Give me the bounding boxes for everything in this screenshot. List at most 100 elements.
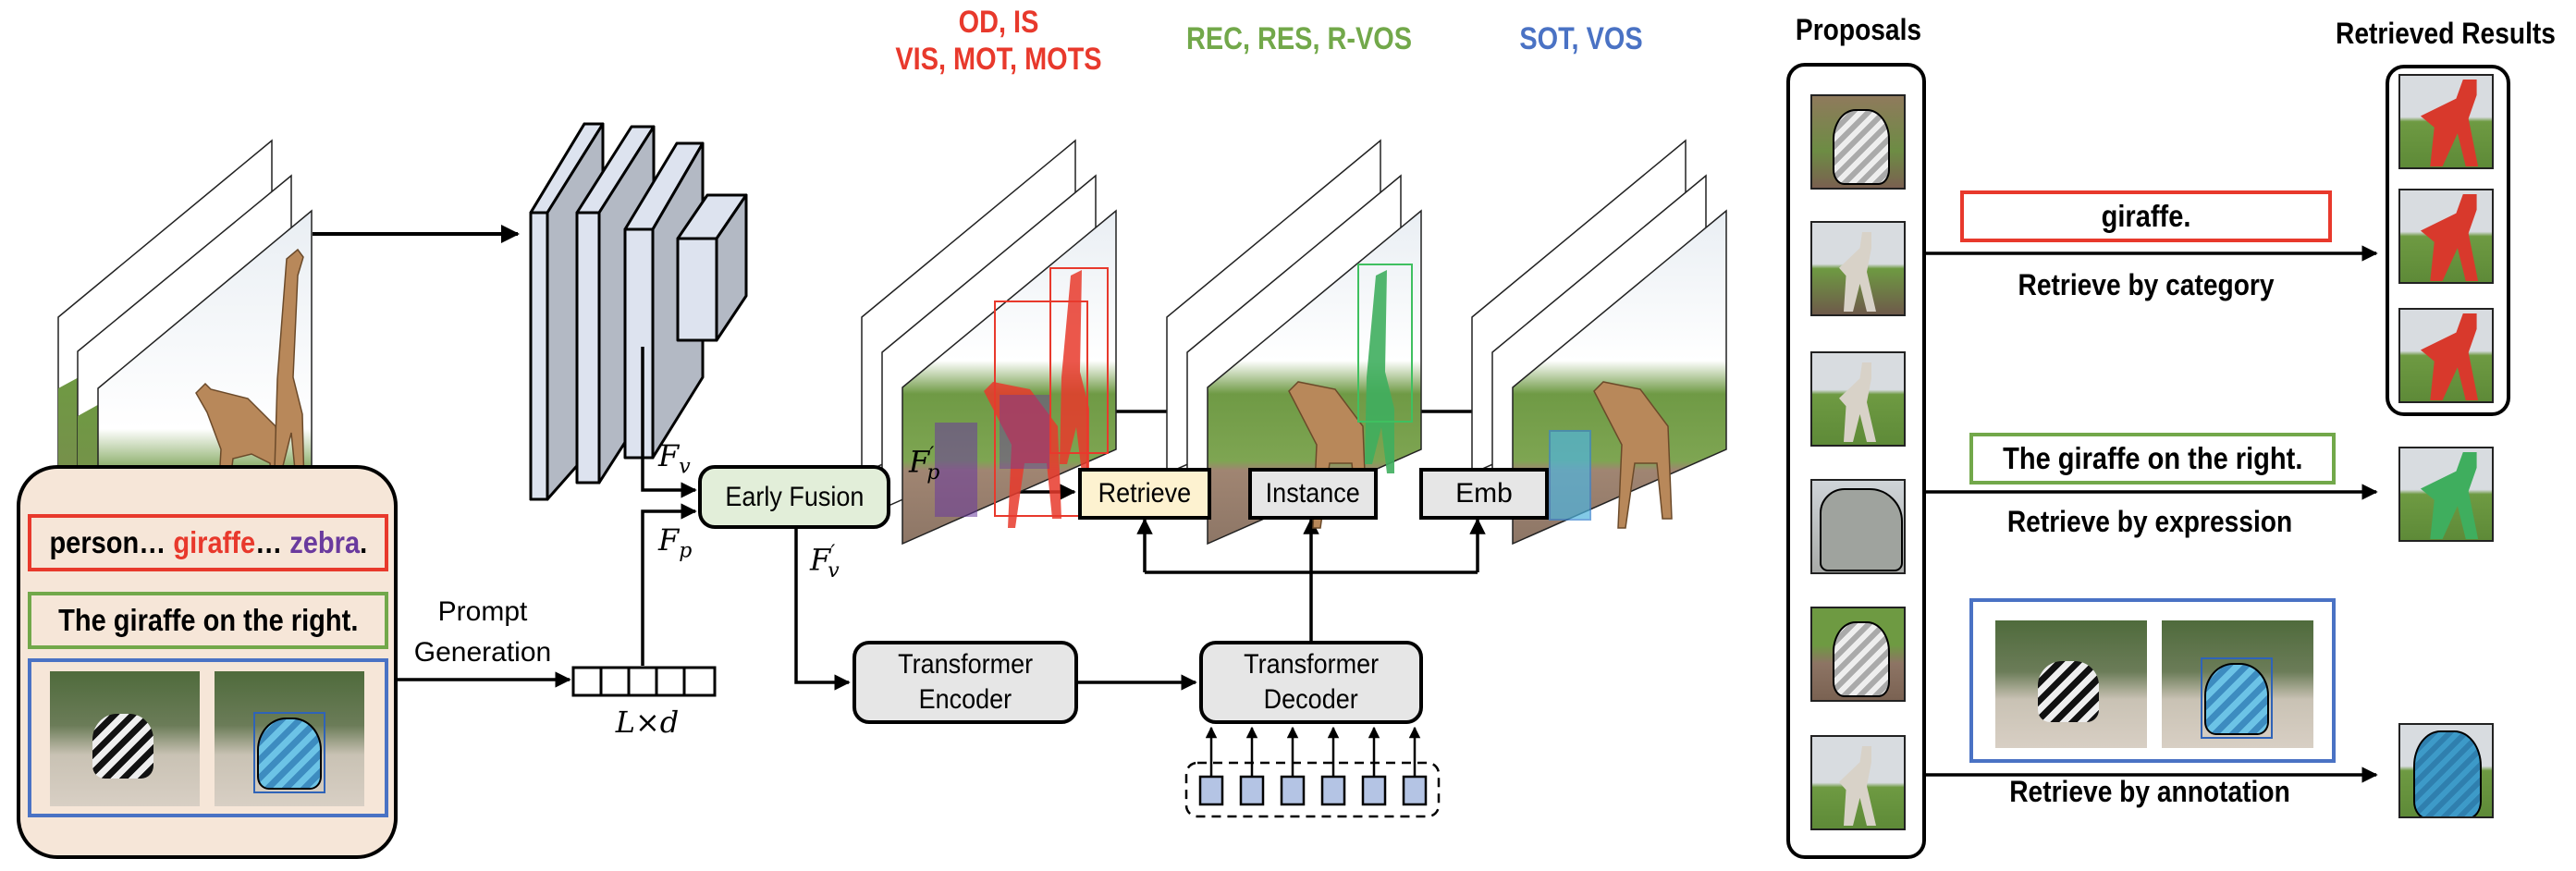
- encoder-label-line1: Transformer: [897, 649, 1034, 680]
- category-word-zebra: zebra: [288, 525, 360, 559]
- backbone-pyramid: [529, 122, 748, 501]
- prompt-generation-line1: Prompt: [437, 596, 528, 627]
- task-group-line1: REC, RES, R-VOS: [1185, 21, 1413, 56]
- token-cell: [571, 666, 603, 697]
- object-query: [1280, 775, 1306, 806]
- proposal-thumbnail: [1810, 607, 1906, 702]
- decoder-label-line1: Transformer: [1243, 649, 1380, 680]
- object-queries: [1198, 726, 1428, 806]
- zebra-icon: [92, 714, 153, 779]
- object-queries-group: [1184, 761, 1441, 818]
- category-period: .: [359, 525, 367, 559]
- fp-prime-subscript: p: [926, 461, 940, 485]
- zebra-mask-icon: [2413, 730, 2482, 816]
- object-query: [1198, 775, 1224, 806]
- arrow-fv: [641, 347, 697, 498]
- fp-label: Fp: [658, 522, 692, 562]
- zebra-mask-icon: [253, 712, 325, 793]
- retrieved-result-thumbnail: [2398, 447, 2494, 542]
- proposal-thumbnail: [1810, 479, 1906, 574]
- fv-symbol: F: [658, 438, 680, 473]
- fp-subscript: p: [679, 539, 693, 563]
- retrieved-result-thumbnail: [2398, 723, 2494, 818]
- category-prompt: person… giraffe… zebra.: [28, 514, 388, 571]
- giraffe-mask-icon: [2420, 80, 2479, 166]
- object-query: [1320, 775, 1346, 806]
- annotation-query-box: [1969, 598, 2336, 763]
- prompt-generation-label: Prompt Generation: [399, 592, 566, 673]
- task-group-line1: SOT, VOS: [1519, 21, 1643, 56]
- giraffe-mask-icon: [1839, 232, 1876, 312]
- token-cell: [655, 666, 686, 697]
- fp-prime-mark: ′: [929, 444, 935, 467]
- prompt-tokens: [571, 666, 717, 697]
- prompt-generation-line2: Generation: [413, 637, 552, 668]
- category-word-person: person…: [49, 525, 174, 559]
- retrieved-results-group: [2386, 65, 2510, 416]
- decoder-label-line2: Decoder: [1263, 684, 1359, 715]
- instance-label: Instance: [1265, 478, 1361, 509]
- object-query: [1239, 775, 1265, 806]
- expression-query-text: The giraffe on the right.: [2002, 441, 2303, 475]
- retrieved-result-thumbnail: [2398, 189, 2494, 284]
- task-group-title-detection: OD, IS VIS, MOT, MOTS: [881, 4, 1117, 78]
- category-separator: …: [254, 525, 289, 559]
- early-fusion-module: Early Fusion: [698, 465, 890, 529]
- proposal-thumbnail: [1810, 94, 1906, 190]
- object-query: [1361, 775, 1387, 806]
- fv-prime-symbol: F: [810, 542, 831, 578]
- expression-prompt-text: The giraffe on the right.: [57, 603, 359, 637]
- fp-prime-label: F′p: [909, 444, 939, 485]
- category-query-text: giraffe.: [2101, 199, 2191, 233]
- early-fusion-label: Early Fusion: [724, 481, 865, 512]
- token-shape-label: L×d: [615, 705, 680, 740]
- annotation-prompt: [28, 658, 388, 817]
- giraffe-mask-icon: [2420, 452, 2479, 539]
- zebra-box: [935, 423, 977, 517]
- task-group-title-tracking: SOT, VOS: [1487, 20, 1675, 57]
- giraffe-mask: [1060, 270, 1089, 473]
- retrieved-result-thumbnail: [2398, 308, 2494, 403]
- transformer-decoder: Transformer Decoder: [1199, 641, 1423, 724]
- zebra-box: [1000, 395, 1049, 469]
- token-cell: [682, 666, 717, 697]
- rec-output-stack: [1166, 139, 1422, 546]
- zebra-mask-icon: [1833, 621, 1890, 697]
- giraffe-icon: [1593, 381, 1673, 529]
- zebra-mask: [2204, 663, 2269, 735]
- giraffe-mask-icon: [1839, 746, 1876, 826]
- reference-image-annotated: [215, 671, 364, 806]
- transformer-encoder: Transformer Encoder: [853, 641, 1078, 724]
- proposals-title: Proposals: [1795, 13, 1922, 46]
- proposal-thumbnail: [1810, 221, 1906, 316]
- task-group-title-referring: REC, RES, R-VOS: [1182, 20, 1417, 57]
- retrieved-results-title: Retrieved Results: [2336, 17, 2556, 50]
- encoder-label-line2: Encoder: [918, 684, 1012, 715]
- fv-prime-label: F′v: [810, 542, 840, 583]
- token-cell: [627, 666, 658, 697]
- category-word-giraffe: giraffe: [173, 525, 255, 559]
- fp-symbol: F: [658, 522, 680, 558]
- category-query-box: giraffe.: [1960, 190, 2332, 242]
- retrieve-by-category-label: Retrieve by category: [2018, 268, 2275, 301]
- fv-subscript: v: [679, 455, 691, 479]
- giraffe-box: [1357, 264, 1413, 423]
- zebra-mask-icon: [1833, 109, 1890, 185]
- proposal-thumbnail: [1810, 351, 1906, 447]
- retrieve-head: Retrieve: [1078, 468, 1211, 520]
- task-group-line2: VIS, MOT, MOTS: [895, 42, 1102, 77]
- fv-prime-subscript: v: [828, 559, 840, 583]
- fv-prime-mark: ′: [830, 542, 836, 565]
- giraffe-mask-icon: [1839, 362, 1876, 442]
- giraffe-mask-icon: [2420, 313, 2479, 400]
- object-query: [1402, 775, 1428, 806]
- emb-head: Emb: [1419, 468, 1549, 520]
- giraffe-mask: [984, 382, 1061, 528]
- expression-query-box: The giraffe on the right.: [1969, 433, 2336, 485]
- retrieved-result-thumbnail: [2398, 74, 2494, 169]
- fv-label: Fv: [658, 438, 691, 478]
- proposals-column: [1786, 63, 1926, 859]
- tree-mask-icon: [1820, 488, 1903, 571]
- arrow-fp: [641, 503, 697, 666]
- zebra-mask-icon: [2201, 657, 2273, 739]
